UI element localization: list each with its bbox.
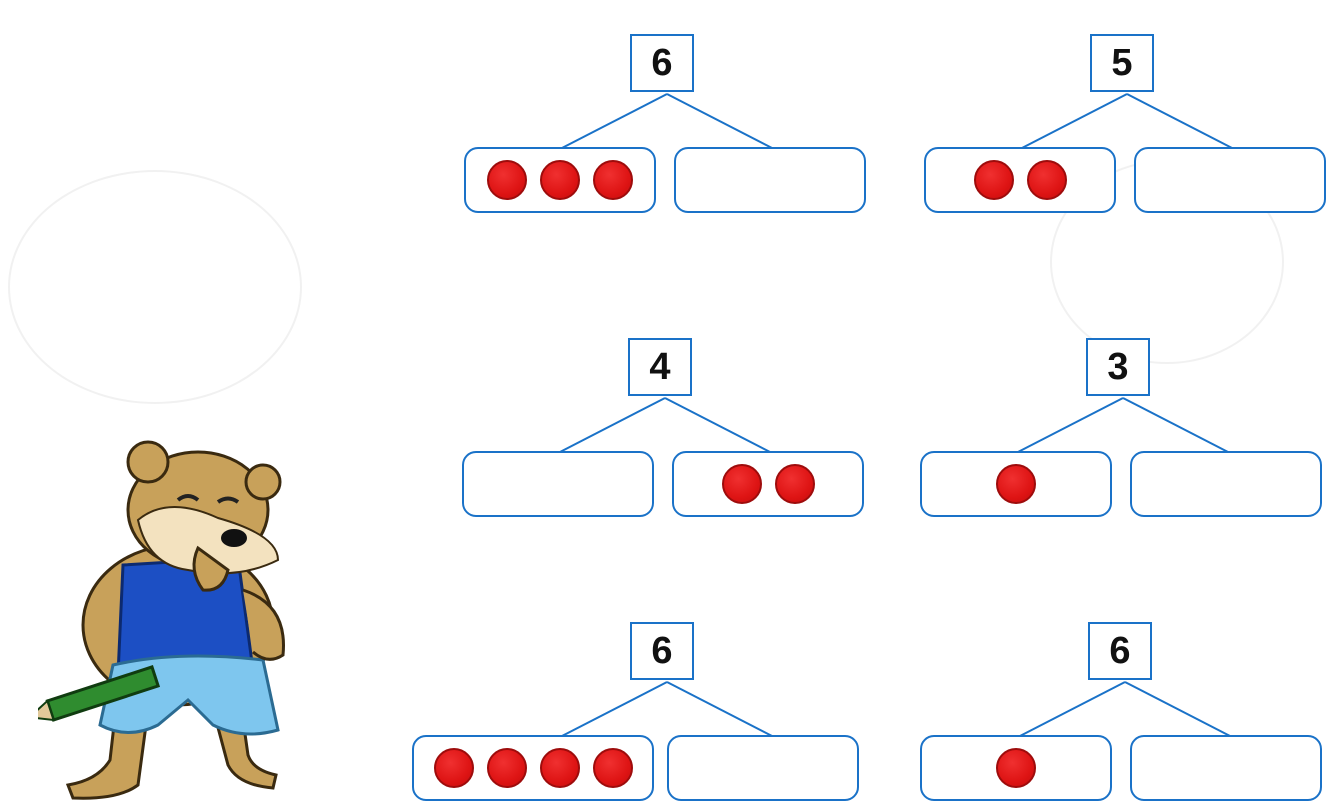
branch-lines (1021, 93, 1233, 149)
counter-dot (592, 748, 633, 788)
whole-number-box: 5 (1090, 34, 1154, 92)
number-bond-4: 3 (918, 336, 1328, 521)
counter-dot (996, 464, 1036, 504)
left-part-box[interactable] (920, 735, 1112, 801)
left-part-box[interactable] (462, 451, 654, 517)
number-bond-1: 6 (462, 32, 872, 217)
branch-lines (561, 93, 773, 149)
right-part-box[interactable] (1130, 451, 1322, 517)
branch-lines (561, 681, 773, 737)
branch-lines (559, 397, 771, 453)
whole-number-box: 4 (628, 338, 692, 396)
counter-dot (486, 748, 527, 788)
number-bond-3: 4 (460, 336, 870, 521)
background-circle-decoration (8, 170, 302, 404)
number-bond-2: 5 (922, 32, 1332, 217)
counter-dot (774, 464, 815, 504)
counter-dot (1026, 160, 1067, 200)
bear-icon (38, 440, 285, 800)
number-bond-5: 6 (412, 620, 872, 805)
counter-dot (539, 748, 580, 788)
counter-dot (973, 160, 1014, 200)
counter-dot (433, 748, 474, 788)
branch-lines (1019, 681, 1231, 737)
right-part-box[interactable] (1130, 735, 1322, 801)
whole-number-box: 6 (1088, 622, 1152, 680)
counter-dot (540, 160, 580, 200)
right-part-box[interactable] (674, 147, 866, 213)
left-part-box[interactable] (920, 451, 1112, 517)
left-part-box[interactable] (412, 735, 654, 801)
right-part-box[interactable] (672, 451, 864, 517)
whole-number-box: 6 (630, 622, 694, 680)
whole-number-box: 6 (630, 34, 694, 92)
counter-dot (721, 464, 762, 504)
right-part-box[interactable] (667, 735, 859, 801)
number-bond-6: 6 (920, 620, 1330, 805)
counter-dot (487, 160, 527, 200)
counter-dot (996, 748, 1036, 788)
branch-lines (1017, 397, 1229, 453)
left-part-box[interactable] (924, 147, 1116, 213)
right-part-box[interactable] (1134, 147, 1326, 213)
left-part-box[interactable] (464, 147, 656, 213)
whole-number-box: 3 (1086, 338, 1150, 396)
counter-dot (593, 160, 633, 200)
